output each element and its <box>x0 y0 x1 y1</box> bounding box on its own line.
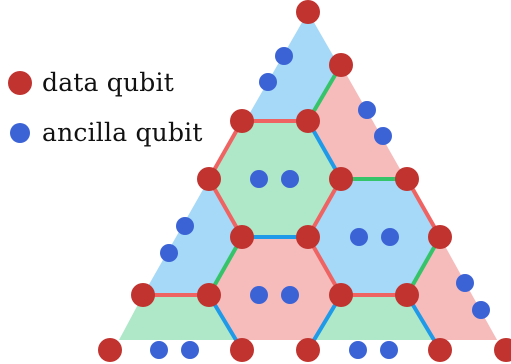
ancilla-qubit <box>281 286 299 304</box>
plaquettes <box>100 12 511 364</box>
plaquette-region-left-blue <box>143 179 242 295</box>
ancilla-qubit <box>380 341 398 359</box>
ancilla-qubit <box>350 228 368 246</box>
ancilla-qubit <box>150 341 168 359</box>
legend-label-data-qubit: data qubit <box>42 68 174 97</box>
data-qubit <box>131 283 155 307</box>
plaquette-region-bottom-left-green <box>119 295 242 350</box>
plaquette-region-bottom-right-pink <box>407 237 497 350</box>
data-qubit <box>494 338 511 362</box>
ancilla-qubit <box>250 286 268 304</box>
data-qubit <box>230 109 254 133</box>
legend-item-ancilla-qubit: ancilla qubit <box>8 118 203 147</box>
plaquette-region-center-pink <box>209 237 341 350</box>
ancilla-qubit <box>259 73 277 91</box>
legend-item-data-qubit: data qubit <box>8 68 174 97</box>
data-qubit <box>296 225 320 249</box>
ancilla-qubit <box>275 47 293 65</box>
data-qubit <box>197 167 221 191</box>
ancilla-qubit <box>358 101 376 119</box>
legend: data qubit ancilla qubit <box>0 0 230 160</box>
legend-label-ancilla-qubit: ancilla qubit <box>42 118 203 147</box>
data-qubit <box>230 225 254 249</box>
data-qubit-marker-icon <box>8 70 32 95</box>
ancilla-qubit <box>349 341 367 359</box>
plaquette-region-center-blue <box>308 179 440 295</box>
ancilla-qubit <box>281 170 299 188</box>
data-qubits <box>98 0 511 362</box>
ancilla-qubit <box>456 274 474 292</box>
ancilla-qubit <box>176 217 194 235</box>
ancilla-qubits <box>150 47 490 359</box>
data-qubit <box>296 109 320 133</box>
data-qubit <box>395 283 419 307</box>
plaquette-region-bottom-green <box>308 295 440 350</box>
data-qubit <box>296 338 320 362</box>
data-qubit <box>329 53 353 77</box>
data-qubit <box>230 338 254 362</box>
ancilla-qubit <box>374 127 392 145</box>
data-qubit <box>329 167 353 191</box>
data-qubit <box>428 225 452 249</box>
data-qubit <box>428 338 452 362</box>
ancilla-qubit <box>181 341 199 359</box>
data-qubit <box>98 338 122 362</box>
data-qubit <box>197 283 221 307</box>
ancilla-qubit <box>250 170 268 188</box>
ancilla-qubit <box>160 244 178 262</box>
ancilla-qubit <box>381 228 399 246</box>
data-qubit <box>329 283 353 307</box>
ancilla-qubit-marker-icon <box>10 122 30 143</box>
ancilla-qubit <box>472 301 490 319</box>
plaquette-region-upper-green <box>209 121 341 237</box>
data-qubit <box>296 0 320 24</box>
data-qubit <box>395 167 419 191</box>
